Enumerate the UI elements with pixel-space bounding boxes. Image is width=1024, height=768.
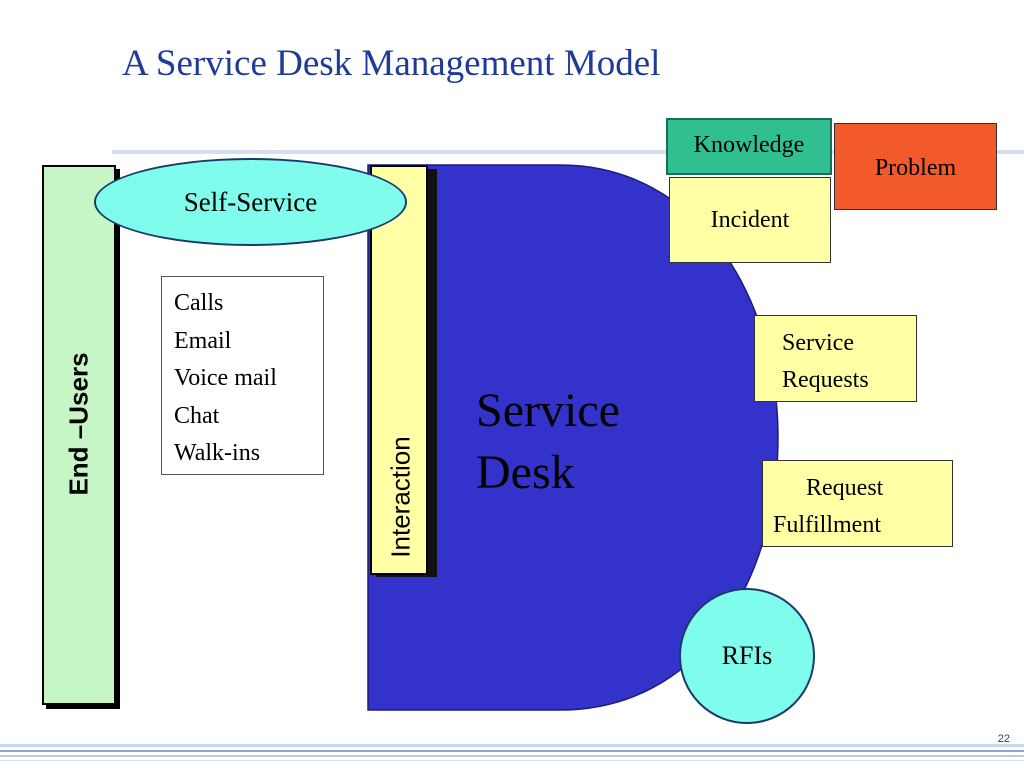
rfis-circle: RFIs	[679, 588, 815, 724]
service-requests-line-1: Service	[782, 330, 854, 356]
request-fulfillment-box: Request Fulfillment	[762, 460, 953, 547]
channel-email: Email	[174, 327, 232, 354]
channel-chat: Chat	[174, 402, 220, 429]
incident-box: Incident	[669, 177, 831, 263]
problem-box: Problem	[834, 123, 997, 210]
service-desk-label: Service Desk	[476, 380, 620, 504]
request-fulfillment-line-2: Fulfillment	[773, 512, 881, 538]
service-desk-label-line-1: Service	[476, 384, 620, 437]
slide-title: A Service Desk Management Model	[122, 43, 661, 84]
contact-channels-list: Calls Email Voice mail Chat Walk-ins	[161, 276, 324, 475]
channel-calls: Calls	[174, 290, 224, 316]
end-users-label: End –Users	[63, 352, 94, 496]
request-fulfillment-line-1: Request	[806, 475, 884, 501]
service-requests-box: Service Requests	[754, 315, 917, 402]
self-service-ellipse: Self-Service	[94, 158, 407, 246]
interaction-label: Interaction	[385, 436, 416, 558]
end-users-bar	[42, 165, 116, 705]
channel-voice-mail: Voice mail	[174, 365, 277, 391]
service-desk-label-line-2: Desk	[476, 446, 575, 499]
page-number: 22	[997, 733, 1010, 745]
knowledge-box: Knowledge	[666, 118, 832, 175]
interaction-bar	[370, 165, 428, 575]
service-requests-line-2: Requests	[782, 367, 869, 393]
title-divider	[112, 150, 1024, 154]
footer-rules	[0, 742, 1024, 768]
channel-walk-ins: Walk-ins	[174, 440, 261, 466]
